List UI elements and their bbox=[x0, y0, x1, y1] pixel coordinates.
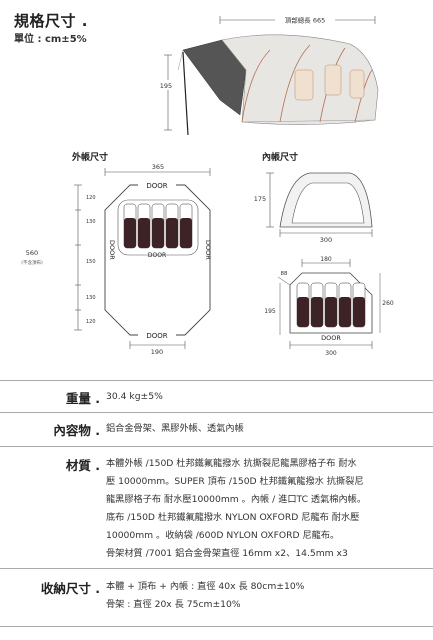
door-left: DOOR bbox=[108, 240, 116, 260]
plan-width: 300 bbox=[325, 350, 337, 357]
spec-label-contents: 內容物 . bbox=[53, 423, 100, 438]
plan-depth: 195 bbox=[264, 308, 276, 315]
divider bbox=[0, 446, 433, 447]
outer-length: 560 bbox=[26, 249, 38, 257]
spec-value-material: 本體外帳 /150D 杜邦鐵氟龍撥水 抗撕裂尼龍黑膠格子布 耐水 壓 10000… bbox=[106, 455, 406, 563]
seg-4: 130 bbox=[86, 295, 96, 301]
inner-width: 300 bbox=[320, 236, 332, 244]
outer-width-top: 365 bbox=[152, 163, 164, 171]
door-bottom: DOOR bbox=[146, 332, 167, 340]
outer-width-bottom: 190 bbox=[151, 348, 163, 356]
plan-corner: 88 bbox=[281, 271, 288, 277]
spec-line: 壓 10000mm。SUPER 頂布 /150D 杜邦鐵氟龍撥水 抗撕裂尼 bbox=[106, 476, 364, 487]
spec-line: 底布 /150D 杜邦鐵氟龍撥水 NYLON OXFORD 尼龍布 耐水壓 bbox=[106, 512, 360, 523]
seg-3: 150 bbox=[86, 259, 96, 265]
spec-line: 骨架 : 直徑 20x 長 75cm±10% bbox=[106, 599, 241, 610]
unit-note: 單位 : cm±5% bbox=[14, 34, 87, 45]
seg-1: 120 bbox=[86, 195, 96, 201]
divider bbox=[0, 380, 433, 381]
door-inner: DOOR bbox=[148, 252, 166, 259]
divider bbox=[0, 412, 433, 413]
spec-line: 骨架材質 /7001 鋁合金骨架直徑 16mm x2、14.5mm x3 bbox=[106, 548, 348, 559]
seg-2: 130 bbox=[86, 219, 96, 225]
inner-tent-elevation: 175 300 bbox=[254, 172, 373, 244]
door-right: DOOR bbox=[204, 240, 212, 260]
outer-length-note: (不含頂布) bbox=[21, 259, 43, 266]
spec-line: 10000mm 。收納袋 /600D NYLON OXFORD 尼龍布。 bbox=[106, 530, 340, 541]
seg-5: 120 bbox=[86, 319, 96, 325]
spec-line: 本體外帳 /150D 杜邦鐵氟龍撥水 抗撕裂尼龍黑膠格子布 耐水 bbox=[106, 458, 357, 469]
top-length-dim: 頂部總長 665 bbox=[285, 16, 325, 25]
inner-tent-label: 內帳尺寸 bbox=[262, 153, 299, 163]
door-top: DOOR bbox=[146, 182, 167, 190]
inner-height: 175 bbox=[254, 195, 266, 203]
tent-side-diagram: 頂部總長 665 195 bbox=[155, 15, 379, 136]
plan-door: DOOR bbox=[321, 334, 341, 342]
outer-tent-label: 外帳尺寸 bbox=[72, 153, 109, 163]
spec-label-packed-size: 收納尺寸 . bbox=[40, 581, 100, 596]
spec-value-contents: 鋁合金骨架、黑膠外帳、透氣內帳 bbox=[106, 420, 406, 438]
plan-top: 180 bbox=[320, 256, 332, 263]
spec-label-material: 材質 . bbox=[65, 458, 100, 473]
divider bbox=[0, 626, 433, 627]
spec-label-weight: 重量 . bbox=[65, 391, 100, 406]
inner-tent-plan: 180 88 195 DOOR 260 300 bbox=[264, 256, 394, 357]
spec-line: 30.4 kg±5% bbox=[106, 391, 163, 402]
spec-value-weight: 30.4 kg±5% bbox=[106, 388, 406, 406]
spec-value-packed-size: 本體 + 頂布 + 內帳 : 直徑 40x 長 80cm±10% 骨架 : 直徑… bbox=[106, 578, 406, 614]
spec-line: 龍黑膠格子布 耐水壓10000mm 。內帳 / 進口TC 透氣棉內帳。 bbox=[106, 494, 367, 505]
page-title: 規格尺寸 . bbox=[14, 12, 88, 30]
outer-tent-plan: 365 120 130 150 130 120 560 (不含頂布) DOOR … bbox=[21, 163, 212, 356]
spec-line: 鋁合金骨架、黑膠外帳、透氣內帳 bbox=[106, 423, 244, 434]
height-dim: 195 bbox=[160, 82, 172, 90]
divider bbox=[0, 568, 433, 569]
plan-height: 260 bbox=[382, 300, 394, 307]
spec-line: 本體 + 頂布 + 內帳 : 直徑 40x 長 80cm±10% bbox=[106, 581, 305, 592]
